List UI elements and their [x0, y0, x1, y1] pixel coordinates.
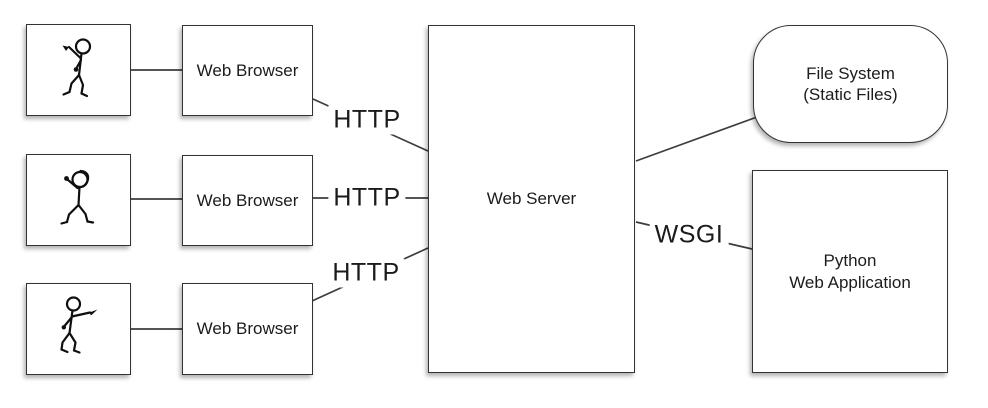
connector-server-filesystem — [635, 116, 758, 162]
python-app-label-line2: Web Application — [789, 272, 911, 292]
file-system-label-line2: (Static Files) — [803, 85, 898, 104]
stick-figure-arm-over-head-icon — [59, 169, 94, 225]
http-edge-label-2: HTTP — [328, 183, 406, 213]
file-system-label: File System (Static Files) — [803, 63, 897, 106]
web-browser-label: Web Browser — [196, 60, 299, 80]
http-edge-label-3: HTTP — [327, 258, 405, 288]
web-browser-node-2: Web Browser — [182, 155, 313, 246]
python-app-label: Python Web Application — [789, 250, 911, 293]
stick-figure-pointing-icon — [59, 296, 97, 354]
file-system-node: File System (Static Files) — [753, 25, 948, 143]
user-node-3 — [26, 283, 131, 375]
web-browser-label: Web Browser — [196, 319, 299, 339]
web-browser-node-1: Web Browser — [182, 25, 313, 116]
wsgi-edge-label: WSGI — [649, 220, 729, 250]
web-server-label: Web Server — [486, 189, 577, 209]
web-browser-node-3: Web Browser — [182, 283, 313, 375]
http-edge-label-1: HTTP — [328, 105, 406, 135]
web-browser-label: Web Browser — [196, 190, 299, 210]
user-node-2 — [26, 154, 131, 246]
user-node-1 — [26, 24, 131, 116]
stick-figure-waving-icon — [61, 38, 91, 98]
web-server-node: Web Server — [428, 25, 635, 373]
python-web-application-node: Python Web Application — [752, 170, 948, 373]
file-system-label-line1: File System — [806, 63, 895, 83]
python-app-label-line1: Python — [823, 251, 877, 271]
